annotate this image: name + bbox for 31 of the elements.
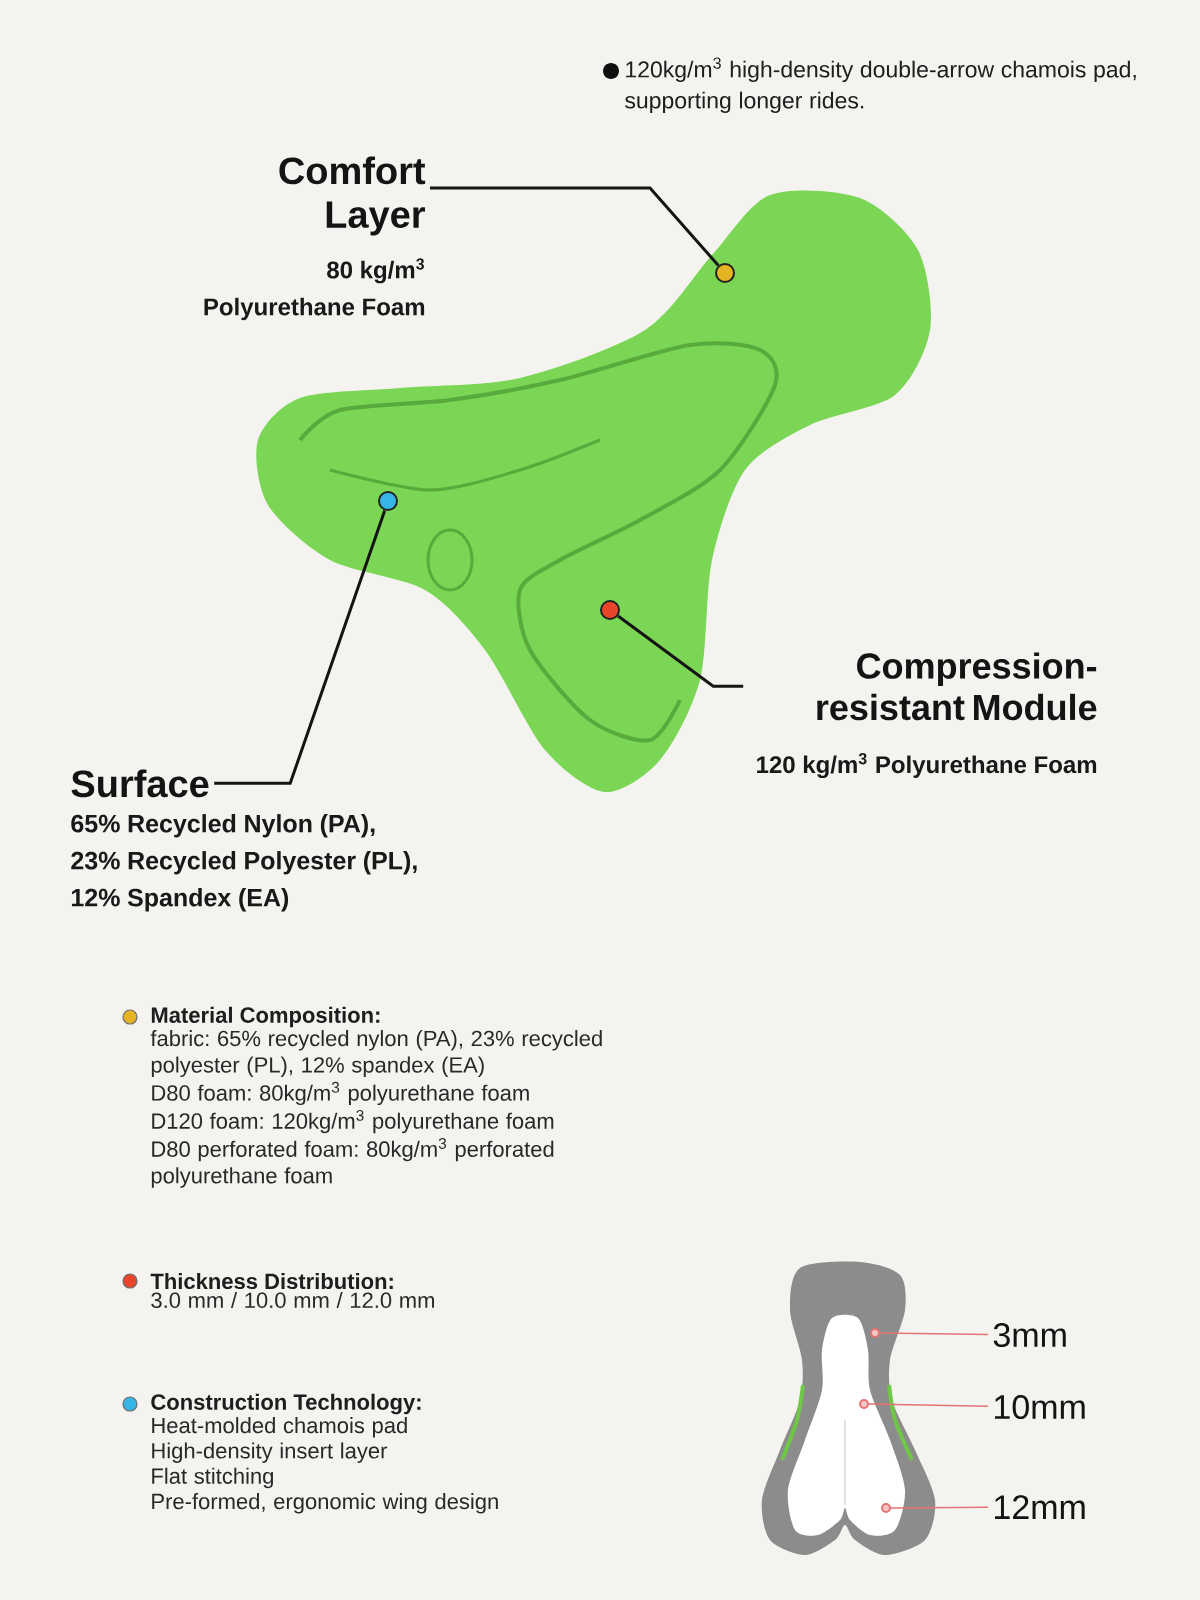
leader-line bbox=[430, 186, 720, 267]
spec-text: D120 foam: 120kg/m$^{3}$ polyurethane foam bbox=[152, 1109, 554, 1134]
legend-heading: Thickness Distribution: bbox=[150, 1272, 393, 1290]
leader-line bbox=[890, 1506, 989, 1509]
callout-text: 120 kg/m$^{3}$ Polyurethane Foam bbox=[757, 753, 1097, 778]
thickness-label: 10mm bbox=[995, 1394, 1085, 1420]
callout-heading: Comfort Layer bbox=[279, 156, 426, 236]
callout-text: 65% Recycled Nylon (PA), 23% Recycled Polyester (PL), 12% Spandex (EA) bbox=[71, 814, 417, 912]
spec-text: Flat stitching bbox=[152, 1467, 273, 1489]
thickness-label: 3mm bbox=[993, 1322, 1066, 1348]
spec-text: fabric: 65% recycled nylon (PA), 23% recycled polyester (PL), 12% spandex (EA) bbox=[150, 1030, 602, 1078]
legend-heading: Material Composition: bbox=[151, 1006, 380, 1028]
point-marker bbox=[881, 1503, 891, 1513]
spec-text: Heat-molded chamois pad bbox=[152, 1417, 407, 1438]
leader-line bbox=[868, 1403, 989, 1407]
feature-text: 120kg/m$^{3}$ high-density double-arrow chamois pad, supporting longer rides. bbox=[625, 57, 1136, 114]
leader-line bbox=[879, 1332, 989, 1336]
spec-text: 3.0 mm / 10.0 mm / 12.0 mm bbox=[151, 1291, 434, 1309]
point-marker bbox=[870, 1328, 880, 1338]
callout-text: 80 kg/m$^{3}$ Polyurethane Foam bbox=[204, 258, 425, 321]
spec-text: D80 perforated foam: 80kg/m$^{3}$ perforated polyurethane foam bbox=[151, 1138, 554, 1188]
leader-line bbox=[617, 614, 744, 688]
spec-text: Pre-formed, ergonomic wing design bbox=[152, 1493, 498, 1514]
callout-heading: Compression-resistant Module bbox=[817, 652, 1097, 721]
legend-heading: Construction Technology: bbox=[151, 1393, 421, 1415]
point-marker bbox=[859, 1399, 869, 1409]
leader-line bbox=[214, 509, 387, 785]
spec-text: High-density insert layer bbox=[152, 1442, 388, 1463]
callout-heading: Surface bbox=[71, 769, 209, 798]
spec-text: D80 foam: 80kg/m$^{3}$ polyurethane foam bbox=[152, 1081, 529, 1106]
thickness-label: 12mm bbox=[995, 1495, 1085, 1519]
